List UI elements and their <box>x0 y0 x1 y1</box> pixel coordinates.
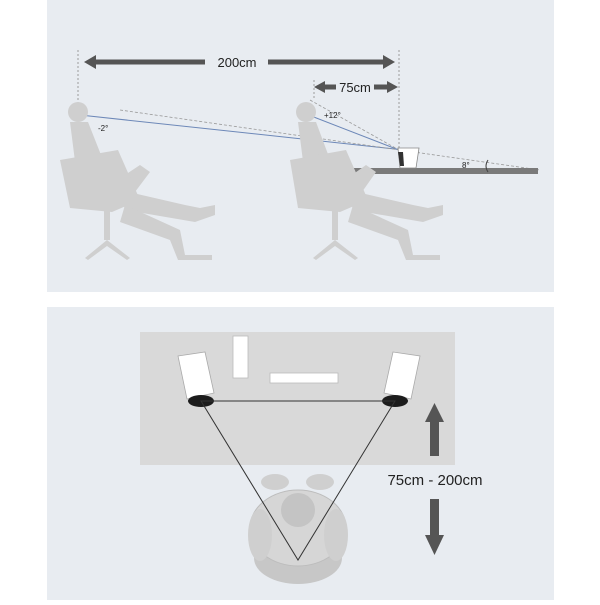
distance-range-label: 75cm - 200cm <box>387 472 482 489</box>
desk-top <box>347 168 538 174</box>
speaker-right <box>382 351 421 407</box>
far-angle-label: -2° <box>98 124 108 133</box>
seated-person-far <box>60 102 215 260</box>
near-angle-line <box>309 99 400 151</box>
distance-near-label: 75cm <box>339 80 371 95</box>
monitor <box>232 335 249 379</box>
near-sight-line <box>305 113 405 153</box>
far-sight-line <box>79 114 405 151</box>
listening-triangle <box>200 400 396 561</box>
distance-200-arrow <box>84 55 395 69</box>
keyboard <box>269 372 339 384</box>
listener-top-view <box>248 474 348 584</box>
tilt-angle-label: 8° <box>462 161 470 170</box>
tilt-reference-line <box>119 109 541 171</box>
top-panel-background <box>47 0 554 292</box>
side-speaker <box>397 147 420 169</box>
near-angle-label: +12° <box>324 111 341 120</box>
range-arrow-down <box>425 499 444 555</box>
seated-person-near <box>290 102 443 260</box>
tilt-arc <box>485 159 489 173</box>
distance-far-label: 200cm <box>217 55 256 70</box>
distance-75-arrow <box>314 81 398 93</box>
range-arrow-up <box>425 403 444 456</box>
